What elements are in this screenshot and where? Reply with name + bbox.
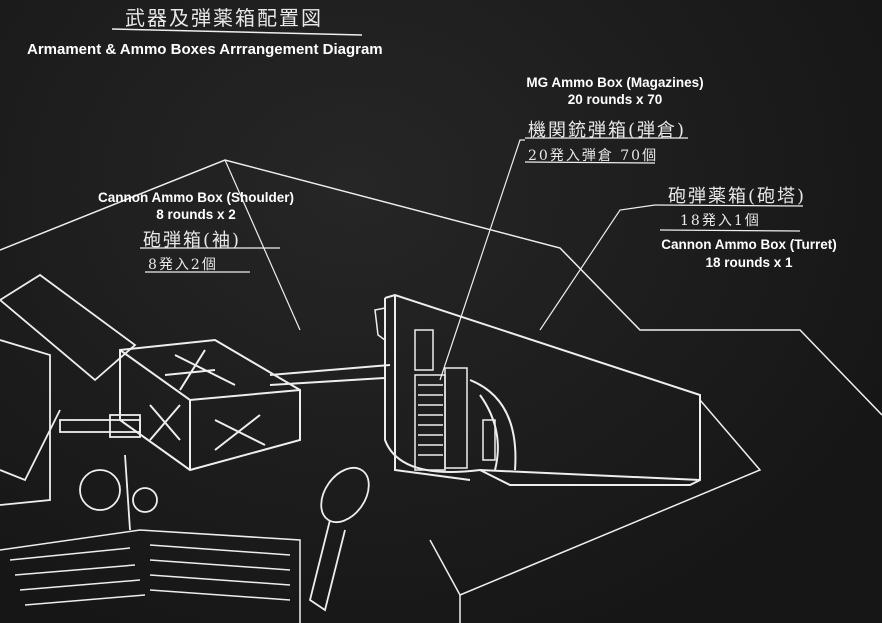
mg-box-jp-title: 機関銃弾箱(弾倉) — [528, 120, 687, 141]
floor-plates — [0, 399, 762, 623]
turret-box-title: Cannon Ammo Box (Turret) — [661, 237, 837, 252]
shoulder-ammo-box — [119, 338, 391, 472]
mg-box-detail: 20 rounds x 70 — [567, 92, 663, 107]
hull-gun-assembly — [0, 273, 370, 612]
hull-outline — [0, 159, 882, 416]
title-english: Armament & Ammo Boxes Arrrangement Diagr… — [27, 41, 383, 58]
shoulder-box-detail: 8 rounds x 2 — [156, 207, 236, 222]
mg-box-title: MG Ammo Box (Magazines) — [526, 75, 704, 90]
title-underline — [111, 28, 363, 36]
title-japanese: 武器及弾薬箱配置図 — [125, 6, 323, 30]
shoulder-box-title: Cannon Ammo Box (Shoulder) — [98, 190, 294, 205]
leader-line-shoulder — [224, 159, 301, 331]
label-underlines — [140, 137, 804, 273]
leader-line-mg — [439, 139, 525, 381]
turret-box-detail: 18 rounds x 1 — [705, 255, 793, 270]
shoulder-box-jp-title: 砲弾箱(袖) — [143, 230, 242, 251]
mg-magazine-stack — [414, 367, 468, 471]
turret-ammo-box — [374, 293, 701, 486]
leader-line-turret — [539, 204, 656, 331]
shoulder-box-jp-detail: 8発入2個 — [148, 257, 218, 273]
turret-box-jp-detail: 18発入1個 — [680, 213, 761, 229]
turret-box-jp-title: 砲弾薬箱(砲塔) — [668, 186, 807, 207]
mg-box-jp-detail: 20発入弾倉 70個 — [528, 148, 659, 164]
